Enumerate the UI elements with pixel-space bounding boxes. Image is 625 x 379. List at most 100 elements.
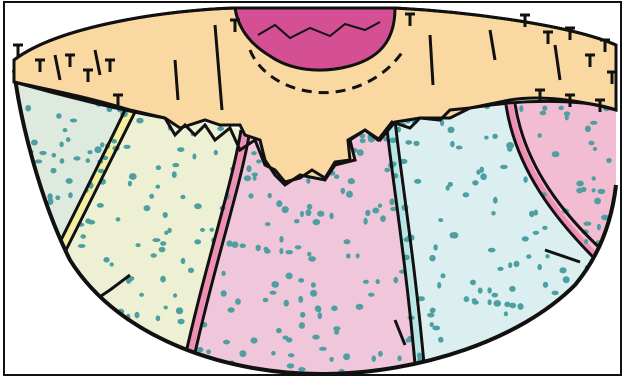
pattern-dot (488, 299, 492, 305)
pattern-dot (429, 255, 435, 262)
pattern-dot (585, 126, 591, 133)
pattern-dot (484, 136, 489, 140)
pattern-dot (542, 106, 547, 111)
pattern-dot (311, 282, 316, 287)
pattern-dot (487, 287, 491, 293)
pattern-dot (341, 188, 346, 194)
pattern-dot (63, 128, 68, 132)
pattern-dot (593, 147, 597, 151)
pattern-dot (389, 199, 394, 206)
pattern-dot (430, 308, 436, 314)
pattern-dot (139, 293, 144, 297)
pattern-dot (470, 280, 476, 286)
pattern-dot (559, 106, 564, 111)
pattern-dot (214, 150, 218, 155)
pattern-dot (564, 111, 570, 116)
pattern-dot (378, 351, 383, 357)
pattern-dot (588, 141, 594, 146)
pattern-dot (329, 357, 333, 362)
pattern-dot (246, 165, 251, 172)
pattern-dot (552, 291, 559, 296)
pattern-dot (206, 349, 211, 354)
pattern-dot (438, 337, 443, 343)
pattern-dot (129, 173, 137, 180)
pattern-dot (55, 195, 60, 200)
pattern-dot (313, 219, 321, 225)
pattern-dot (360, 138, 366, 143)
pattern-dot (298, 278, 304, 283)
pattern-dot (252, 173, 258, 177)
pattern-dot (295, 245, 302, 249)
pattern-dot (590, 121, 597, 125)
pattern-dot (397, 355, 401, 361)
pattern-dot (47, 193, 52, 200)
pattern-dot (472, 298, 477, 302)
pattern-dot (159, 247, 166, 253)
pattern-dot (276, 200, 282, 207)
pattern-dot (514, 261, 520, 267)
pattern-dot (478, 288, 483, 294)
pattern-dot (472, 180, 478, 185)
pattern-dot (232, 241, 239, 248)
pattern-dot (152, 238, 160, 242)
pattern-dot (540, 111, 547, 116)
pattern-dot (256, 159, 262, 163)
pattern-dot (506, 142, 514, 149)
pattern-dot (450, 141, 455, 147)
pattern-dot (488, 248, 496, 253)
pattern-dot (136, 243, 141, 247)
pattern-dot (348, 178, 355, 184)
pattern-dot (509, 286, 516, 292)
pattern-dot (517, 303, 523, 310)
pattern-dot (559, 267, 566, 273)
pattern-dot (256, 245, 261, 251)
pattern-dot (368, 293, 374, 297)
pattern-dot (357, 149, 364, 156)
pattern-dot (59, 142, 63, 148)
pattern-dot (500, 165, 508, 169)
pattern-dot (523, 176, 527, 183)
pattern-dot (287, 363, 295, 368)
pattern-dot (194, 239, 201, 244)
pattern-dot (86, 158, 90, 163)
pattern-dot (584, 239, 588, 244)
pattern-dot (533, 231, 539, 235)
pattern-dot (346, 191, 353, 198)
pattern-dot (85, 218, 91, 223)
pattern-dot (583, 222, 591, 226)
pattern-dot (176, 307, 183, 314)
pattern-dot (172, 171, 177, 178)
pattern-dot (188, 268, 194, 273)
pattern-dot (376, 279, 380, 284)
pattern-dot (136, 118, 143, 124)
pattern-dot (310, 290, 317, 297)
pattern-dot (180, 195, 185, 199)
pattern-dot (78, 244, 86, 248)
pattern-dot (151, 253, 157, 257)
pattern-dot (128, 181, 132, 187)
pattern-dot (66, 137, 71, 142)
pattern-dot (25, 105, 31, 111)
pattern-dot (406, 338, 411, 342)
pattern-dot (135, 312, 140, 319)
pattern-dot (279, 236, 283, 243)
pattern-dot (298, 296, 303, 303)
pattern-dot (491, 211, 495, 216)
pattern-dot (448, 127, 455, 133)
pattern-dot (545, 254, 549, 258)
pattern-dot (534, 210, 538, 216)
pattern-dot (592, 188, 596, 192)
pattern-dot (299, 322, 305, 329)
pattern-dot (494, 300, 502, 307)
pattern-dot (413, 141, 419, 146)
pattern-dot (164, 231, 168, 235)
pattern-dot (372, 355, 376, 362)
pattern-dot (365, 210, 370, 216)
pattern-dot (441, 273, 446, 278)
pattern-dot (317, 211, 324, 217)
pattern-dot (192, 154, 196, 160)
pattern-dot (228, 307, 235, 312)
pattern-dot (538, 133, 542, 138)
